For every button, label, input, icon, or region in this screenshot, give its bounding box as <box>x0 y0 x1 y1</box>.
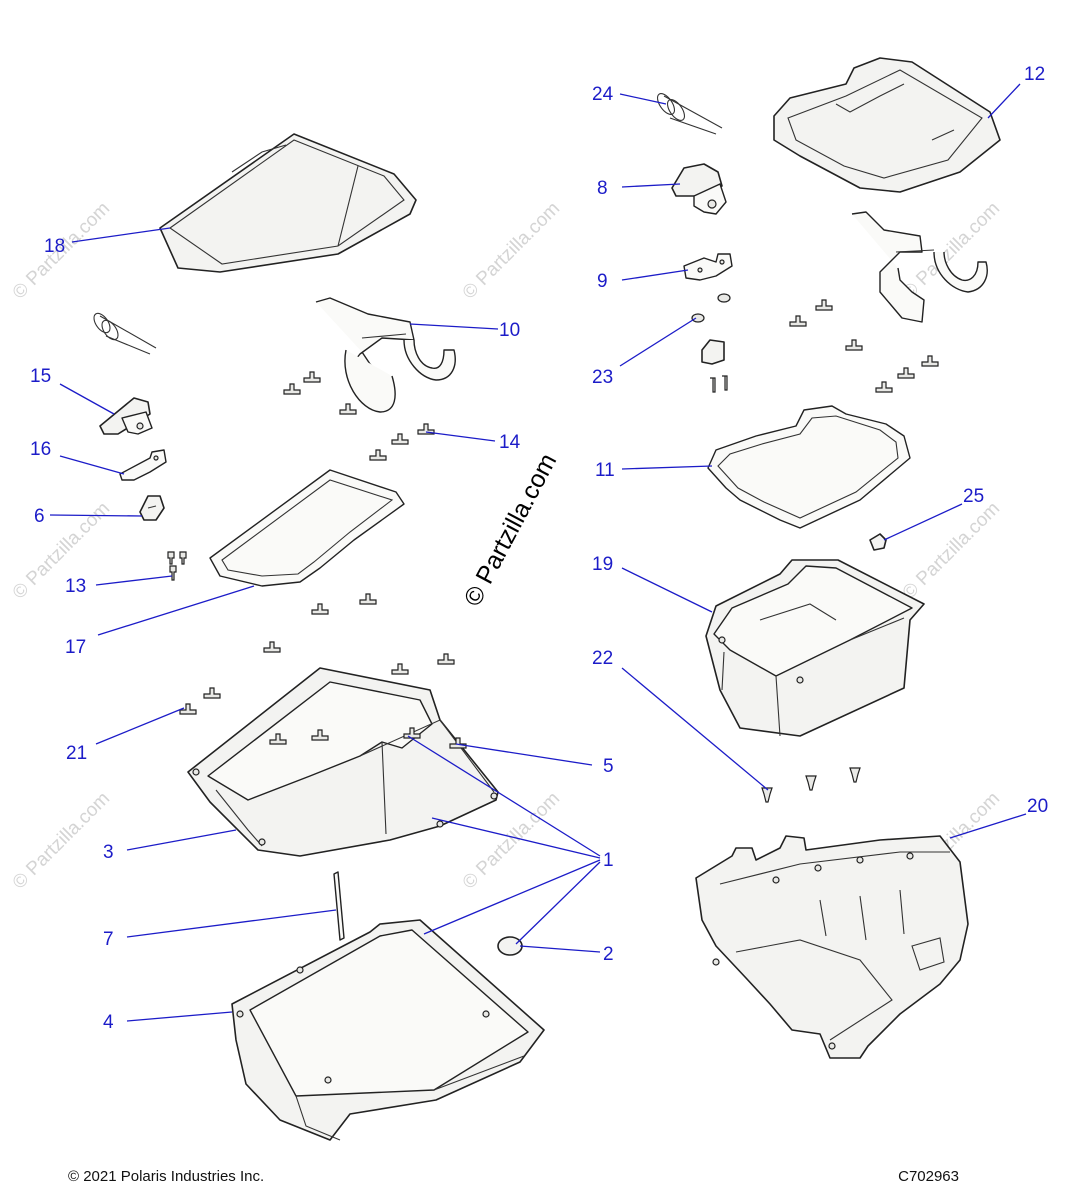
figure-code: C702963 <box>898 1168 959 1185</box>
part-24-spring-clip <box>656 93 723 135</box>
callout-19: 19 <box>592 554 613 575</box>
watermark-repeat: © Partzilla.com <box>9 498 114 603</box>
callout-21: 21 <box>66 743 87 764</box>
part-10-seat-bracket <box>315 297 456 413</box>
part-11-seal-gasket <box>707 405 911 529</box>
callout-1: 1 <box>603 850 614 871</box>
part-spring-clip-left <box>93 312 157 355</box>
copyright-footer: © 2021 Polaris Industries Inc. <box>68 1168 265 1185</box>
part-12-seat-cushion <box>773 57 1001 193</box>
hardware-screws-10 <box>283 371 435 461</box>
watermark-repeat: © Partzilla.com <box>9 788 114 893</box>
watermark-repeat: © Partzilla.com <box>899 498 1004 603</box>
callout-11: 11 <box>595 460 615 481</box>
part-18-seat-cushion <box>159 133 417 273</box>
callout-4: 4 <box>103 1012 114 1033</box>
callout-labels: 1 2 3 4 5 6 7 8 9 10 11 12 13 14 15 16 1… <box>30 64 1048 1033</box>
hardware-23-washers <box>691 293 731 393</box>
leader-lines <box>49 83 1027 1022</box>
callout-16: 16 <box>30 439 51 460</box>
callout-18: 18 <box>44 236 65 257</box>
callout-6: 6 <box>34 506 45 527</box>
hardware-13-screws <box>167 551 187 581</box>
part-19-storage-bin <box>705 559 925 737</box>
hardware-22-push-rivets <box>761 767 861 803</box>
callout-2: 2 <box>603 944 614 965</box>
part-17-seal-gasket <box>209 469 405 587</box>
callout-17: 17 <box>65 637 86 658</box>
part-7-rod <box>333 871 345 941</box>
part-6-catch <box>139 495 165 521</box>
callout-8: 8 <box>597 178 608 199</box>
callout-3: 3 <box>103 842 114 863</box>
part-15-latch <box>99 397 153 435</box>
callout-22: 22 <box>592 648 613 669</box>
watermark-repeat: © Partzilla.com <box>459 198 564 303</box>
callout-20: 20 <box>1027 796 1048 817</box>
part-9-bracket <box>683 253 733 281</box>
callout-12: 12 <box>1024 64 1045 85</box>
part-4-storage-tub-lower <box>231 919 545 1141</box>
callout-15: 15 <box>30 366 51 387</box>
hardware-screws-right <box>789 299 939 393</box>
part-3-storage-tub-upper <box>187 667 499 857</box>
callout-25: 25 <box>963 486 984 507</box>
callout-13: 13 <box>65 576 86 597</box>
callout-14: 14 <box>499 432 521 453</box>
callout-5: 5 <box>603 756 614 777</box>
watermark-main: © Partzilla.com <box>459 449 563 611</box>
part-16-latch-bracket <box>119 449 167 481</box>
callout-24: 24 <box>592 84 614 105</box>
callout-7: 7 <box>103 929 114 950</box>
part-seat-bracket-right <box>851 211 988 323</box>
hardware-screws-17 <box>179 593 455 715</box>
callout-23: 23 <box>592 367 613 388</box>
part-8-latch <box>671 163 727 215</box>
part-25-clip <box>869 533 887 551</box>
part-20-support-tray <box>695 835 969 1059</box>
callout-10: 10 <box>499 320 520 341</box>
callout-9: 9 <box>597 271 608 292</box>
part-2-plug <box>497 936 523 956</box>
